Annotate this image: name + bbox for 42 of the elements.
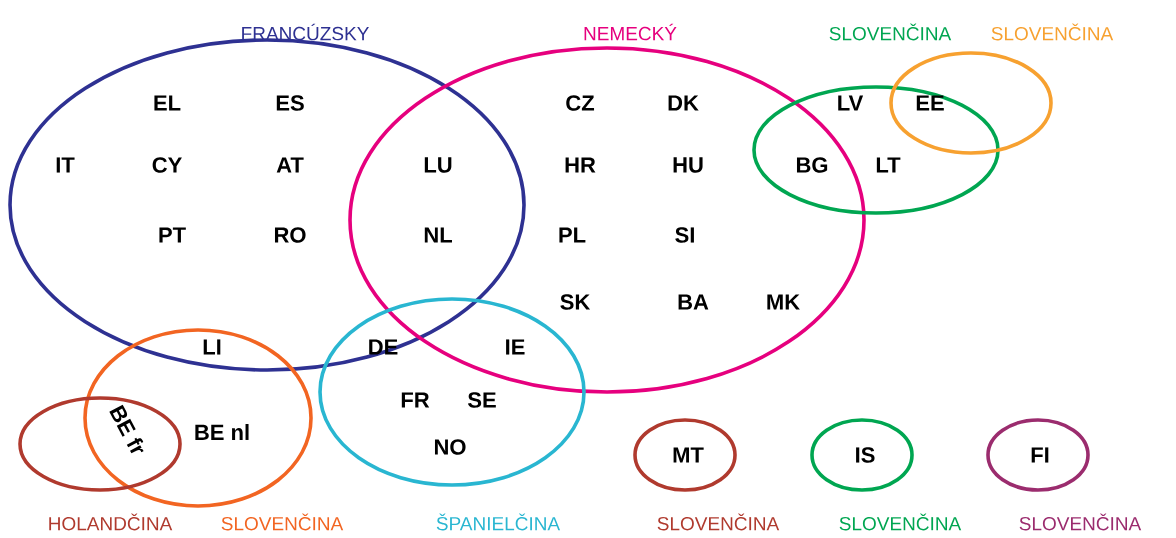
country-code: LT	[876, 157, 901, 173]
node-label: SLOVENČINA	[1019, 513, 1142, 531]
country-code: AT	[276, 157, 304, 173]
node-label: SLOVENČINA	[991, 23, 1114, 41]
country-code: IS	[856, 447, 875, 463]
node-label: HOLANDČINA	[49, 513, 173, 531]
country-code: HR	[565, 157, 596, 173]
country-code: FI	[1031, 447, 1049, 463]
country-code: CY	[152, 157, 182, 173]
node-label: NEMECKÝ	[584, 23, 677, 41]
country-code: RO	[275, 227, 306, 243]
country-code: MK	[767, 294, 800, 310]
country-code: HU	[673, 157, 703, 173]
node-label: SLOVENČINA	[221, 513, 344, 531]
country-code: NL	[424, 227, 452, 243]
country-code: BA	[678, 294, 709, 310]
country-code: PT	[159, 227, 186, 243]
node-label: SLOVENČINA	[657, 513, 780, 531]
country-code: BE fr	[109, 404, 144, 454]
node-label: FRANCÚZSKY	[242, 23, 369, 41]
country-code: FR	[401, 392, 430, 408]
node-label: SLOVENČINA	[839, 513, 962, 531]
country-code: MT	[673, 447, 704, 463]
node-label: ŠPANIELČINA	[436, 513, 561, 531]
node-label: SLOVENČINA	[829, 23, 952, 41]
country-code: DK	[668, 95, 699, 111]
country-code: CZ	[566, 95, 595, 111]
country-code: LI	[203, 339, 221, 355]
country-code: IE	[506, 339, 525, 355]
country-code: BE nl	[195, 424, 249, 440]
country-code: BG	[797, 157, 828, 173]
country-code: NO	[435, 439, 466, 455]
country-code: LU	[424, 157, 452, 173]
country-code: SI	[675, 227, 694, 243]
country-code: EL	[154, 95, 181, 111]
country-code: IT	[56, 157, 75, 173]
country-code: SE	[467, 392, 496, 408]
country-code: PL	[559, 227, 586, 243]
country-code: SK	[560, 294, 591, 310]
country-code: ES	[276, 95, 304, 111]
country-code: EE	[916, 95, 944, 111]
country-code: LV	[838, 95, 864, 111]
